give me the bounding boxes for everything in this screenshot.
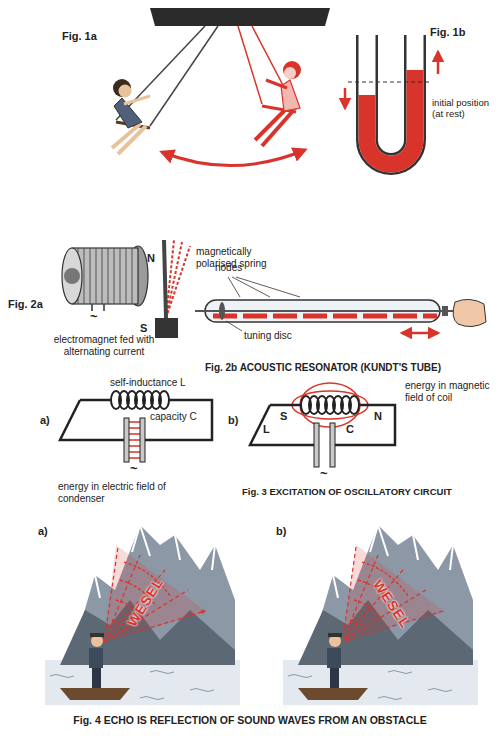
electromagnet: [62, 246, 148, 311]
pole-label: S: [140, 322, 147, 335]
figure-label: Fig. 1b: [430, 26, 465, 39]
oscillatory-circuit-a: [60, 391, 212, 462]
pole-label: N: [147, 252, 155, 265]
annotation: electromagnet fed with alternating curre…: [48, 334, 160, 357]
component-label: L: [263, 423, 270, 436]
mountain-scene: [45, 525, 240, 705]
annotation: energy in magnetic field of coil: [405, 380, 493, 403]
pole-label: N: [374, 410, 382, 423]
ac-symbol: ~: [320, 467, 328, 482]
figure-caption: Fig. 2b ACOUSTIC RESONATOR (KUNDT'S TUBE…: [205, 362, 441, 374]
echo-man-a: [89, 545, 207, 688]
panel-label: b): [276, 525, 286, 538]
swing-figure: [112, 8, 330, 166]
annotation: self-inductance L: [110, 377, 186, 389]
panel-label: a): [40, 414, 50, 427]
panel-label: a): [38, 525, 48, 538]
echo-man-b: [327, 545, 445, 688]
annotation: nodes: [215, 262, 242, 274]
polarised-spring: [155, 240, 190, 338]
annotation: energy in electric field of condenser: [58, 481, 173, 504]
panel-label: b): [228, 414, 238, 427]
figure-caption: Fig. 3 EXCITATION OF OSCILLATORY CIRCUIT: [242, 487, 452, 498]
kundt-tube: [195, 277, 486, 333]
annotation: tuning disc: [244, 330, 292, 342]
figure-label: Fig. 2a: [8, 298, 43, 311]
annotation: capacity C: [150, 411, 197, 423]
component-label: C: [346, 423, 354, 436]
oscillatory-circuit-b: [250, 383, 395, 467]
annotation: initial position (at rest): [432, 98, 496, 120]
u-tube: [345, 33, 438, 164]
ac-symbol: ~: [90, 310, 98, 325]
figure-label: Fig. 1a: [62, 30, 97, 43]
figure-caption: Fig. 4 ECHO IS REFLECTION OF SOUND WAVES…: [30, 714, 470, 726]
ac-symbol: ~: [130, 462, 138, 477]
pole-label: S: [280, 410, 287, 423]
